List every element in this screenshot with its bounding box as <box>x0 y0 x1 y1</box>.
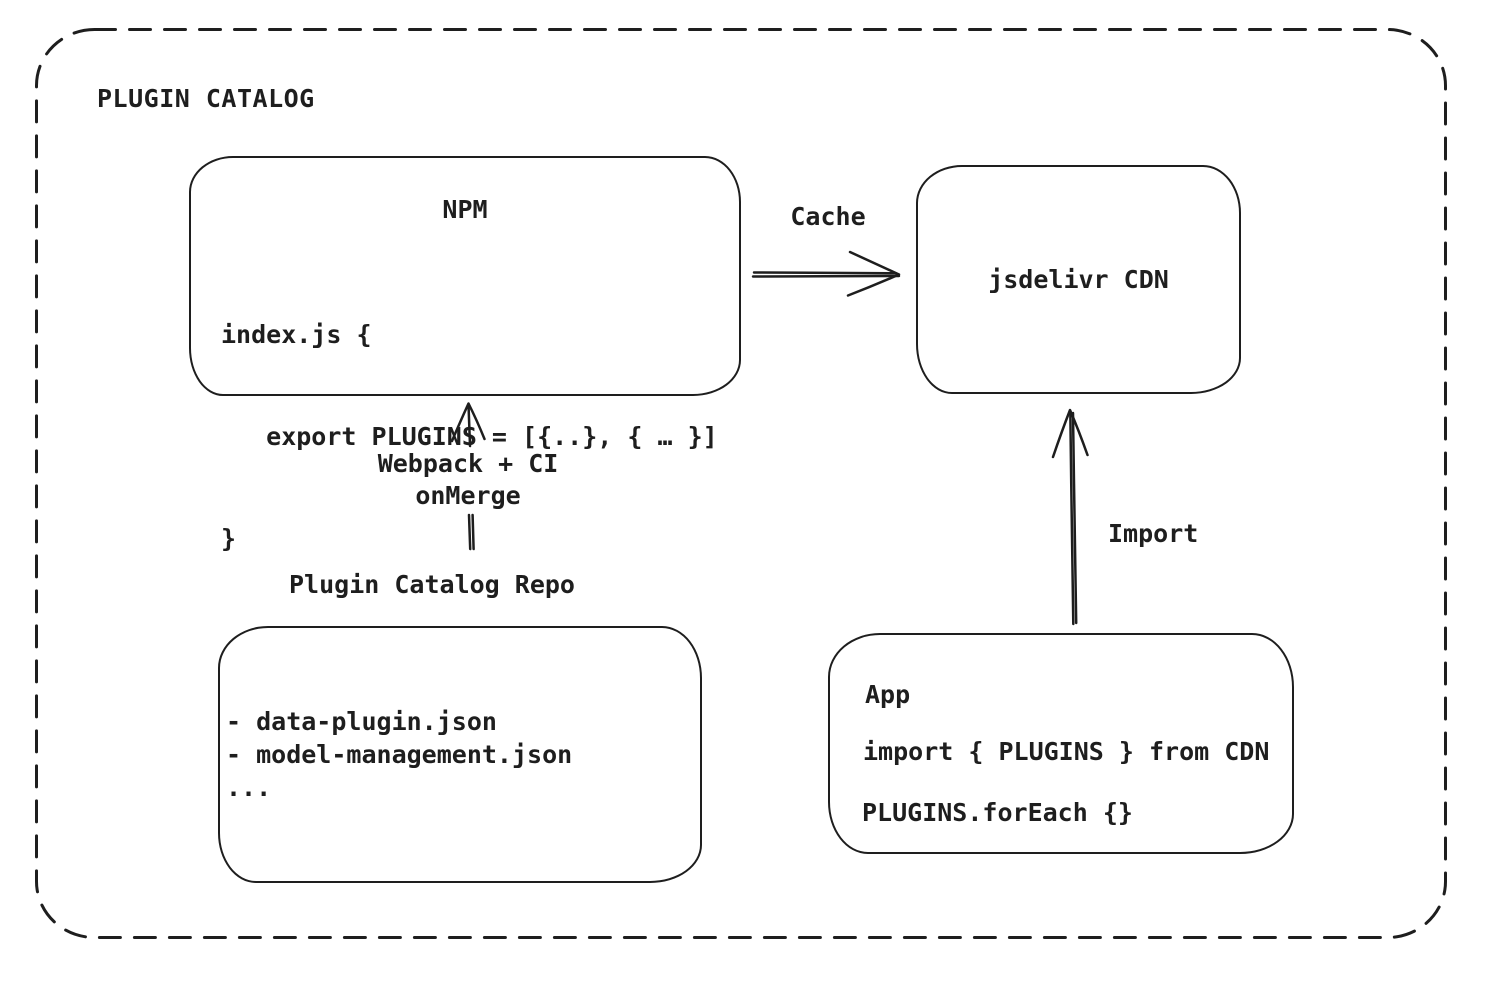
repo-file-line: - data-plugin.json <box>226 707 497 736</box>
import-arrow <box>1051 408 1089 626</box>
npm-code-block: index.js { export PLUGINS = [{..}, { … }… <box>221 250 718 624</box>
app-code-line: PLUGINS.forEach {} <box>862 798 1133 827</box>
app-node-title: App <box>865 680 911 709</box>
node-app: App import { PLUGINS } from CDN PLUGINS.… <box>828 633 1294 854</box>
diagram-title: PLUGIN CATALOG <box>97 84 315 113</box>
webpack-ci-arrow-label: Webpack + CI onMerge <box>358 448 578 512</box>
cdn-node-label: jsdelivr CDN <box>988 265 1169 294</box>
node-cdn: jsdelivr CDN <box>916 165 1241 394</box>
cache-arrow <box>751 250 901 297</box>
npm-node-title: NPM <box>442 195 488 224</box>
node-repo: - data-plugin.json - model-management.js… <box>218 626 702 883</box>
npm-code-line: index.js { <box>221 320 372 349</box>
app-code-line: import { PLUGINS } from CDN <box>863 737 1270 766</box>
catalog-boundary-dashed-border <box>35 28 1447 939</box>
webpack-ci-arrow <box>450 402 486 551</box>
cache-arrow-label: Cache <box>790 202 866 231</box>
webpack-ci-arrow-label-line: onMerge <box>415 481 521 510</box>
npm-code-line: } <box>221 524 237 553</box>
import-arrow-label: Import <box>1108 519 1199 548</box>
node-npm: NPM index.js { export PLUGINS = [{..}, {… <box>189 156 741 553</box>
repo-node-title: Plugin Catalog Repo <box>289 570 575 599</box>
repo-file-line: - model-management.json <box>226 740 573 769</box>
repo-file-line: ... <box>226 773 272 802</box>
webpack-ci-arrow-label-line: Webpack + CI <box>377 449 559 478</box>
npm-code-line: export PLUGINS = [{..}, { … }] <box>221 422 718 451</box>
